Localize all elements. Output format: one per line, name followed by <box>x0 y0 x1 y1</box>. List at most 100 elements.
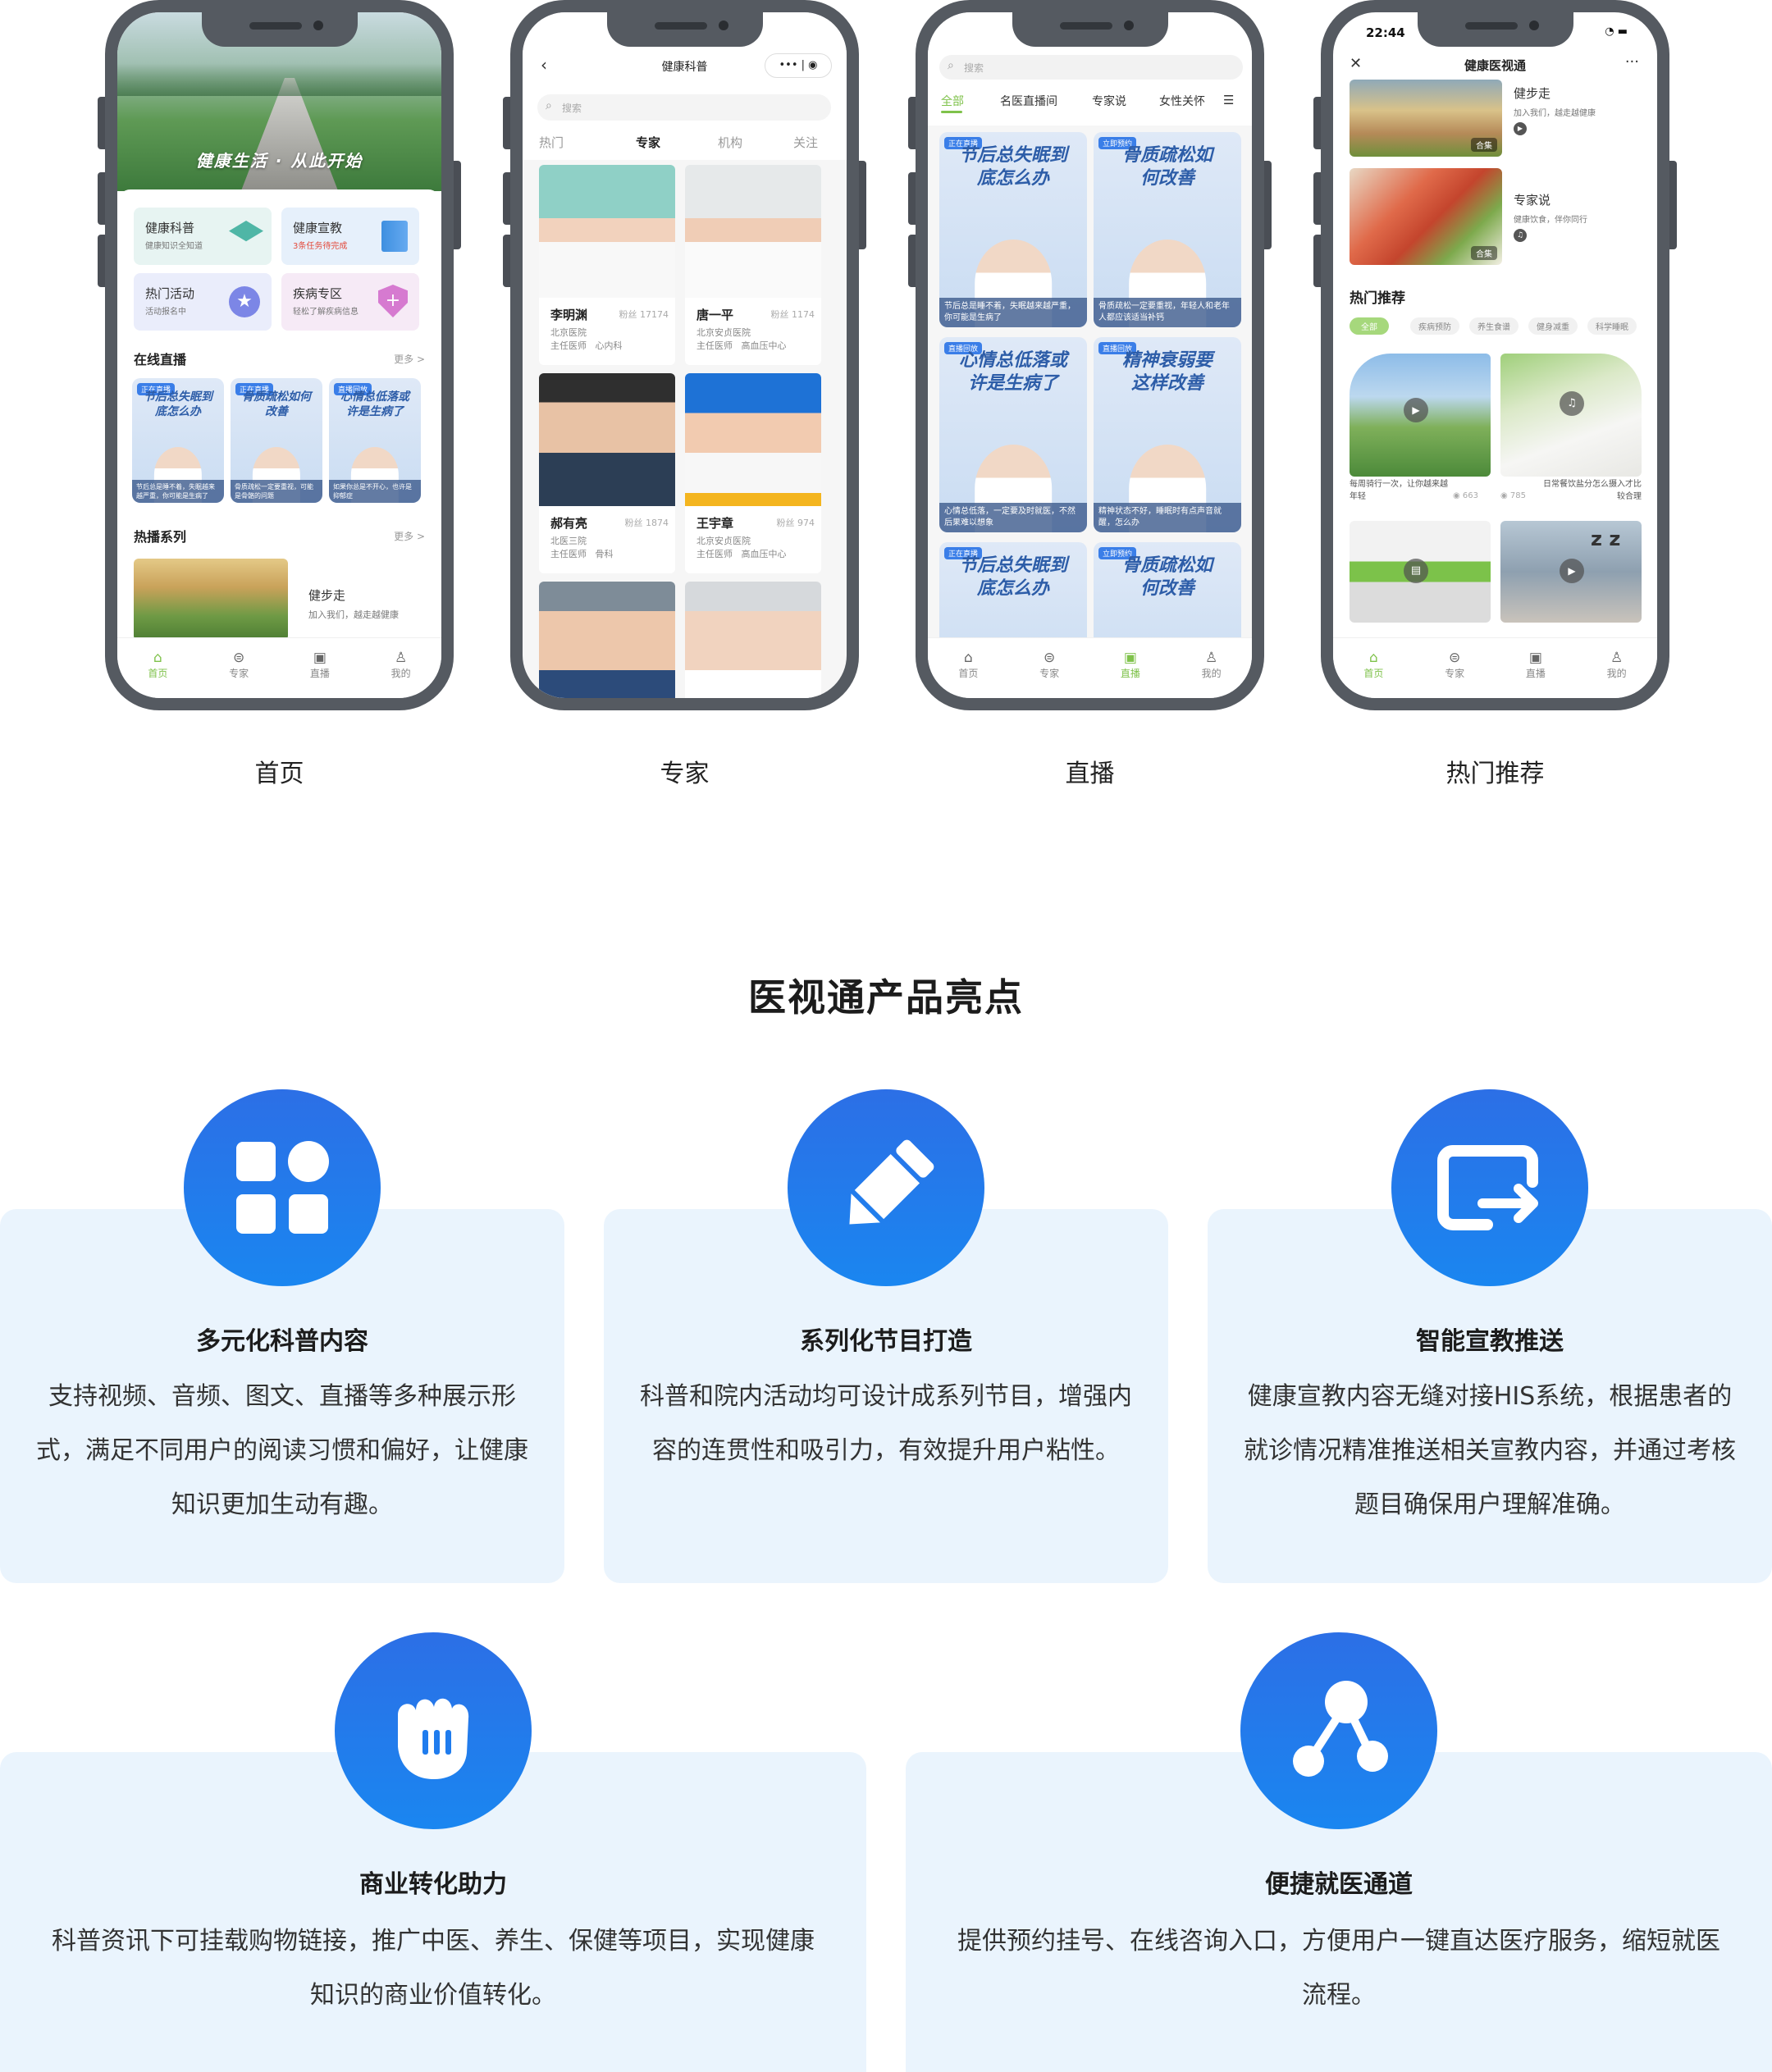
recommend-card[interactable]: z z ▶ <box>1500 521 1642 623</box>
tab-home[interactable]: ⌂首页 <box>148 650 168 679</box>
bottom-tabbar: ⌂首页 ⊜专家 ▣直播 ♙我的 <box>928 637 1252 698</box>
series-subtitle: 加入我们，越走越健康 <box>308 609 399 620</box>
chip-recipe[interactable]: 养生食谱 <box>1469 317 1519 335</box>
expert-icon: ⊜ <box>1449 650 1461 666</box>
section-title: 医视通产品亮点 <box>748 975 1024 1020</box>
phone-caption: 首页 <box>254 760 304 788</box>
tab-famous-doctor-live[interactable]: 名医直播间 <box>1000 95 1057 108</box>
live-card[interactable]: 直播回放 心情总低落或许是生病了 心情总低落，一定要及时就医，不然后果难以想象 <box>939 337 1087 532</box>
feature-description: 健康宣教内容无缝对接HIS系统，根据患者的就诊情况精准推送相关宣教内容，并通过考… <box>1244 1382 1736 1519</box>
tv-icon: ▣ <box>1123 650 1137 666</box>
tab-live[interactable]: ▣直播 <box>309 650 330 679</box>
category-tabs: 热门 专家 机构 关注 <box>523 134 847 158</box>
series-thumbnail[interactable]: 合集 <box>1350 168 1502 265</box>
tab-all[interactable]: 全部 <box>941 95 964 108</box>
recommend-card[interactable]: ▶ 每周骑行一次，让你越来越年轻 ◉ 663 <box>1350 354 1491 509</box>
tab-live[interactable]: ▣直播 <box>1120 650 1140 679</box>
doctor-card[interactable]: 唐一平 粉丝 1174 北京安贞医院 主任医师 高血压中心 <box>685 165 821 365</box>
series-more-link[interactable]: 更多 > <box>394 531 425 542</box>
series-section-title: 热播系列 <box>134 529 187 545</box>
tab-expert-talk[interactable]: 专家说 <box>1092 95 1126 108</box>
phone-notch <box>606 12 763 47</box>
book-icon <box>381 221 408 252</box>
feature-title: 智能宣教推送 <box>1416 1327 1564 1356</box>
star-icon: ★ <box>229 286 260 317</box>
feature-description: 支持视频、音频、图文、直播等多种展示形式，满足不同用户的阅读习惯和偏好，让健康知… <box>36 1382 528 1519</box>
tab-mine[interactable]: ♙我的 <box>390 650 411 679</box>
tab-expert[interactable]: 专家 <box>636 135 661 150</box>
quick-entry-health-education[interactable]: 健康宣教 3条任务待完成 <box>281 208 419 265</box>
tab-home[interactable]: ⌂首页 <box>1363 650 1384 679</box>
play-icon: ▶ <box>1560 559 1584 583</box>
search-icon: ⌕ <box>546 99 552 112</box>
close-icon[interactable]: ✕ <box>1350 55 1363 72</box>
chip-all[interactable]: 全部 <box>1350 317 1389 335</box>
play-icon[interactable]: ▶ <box>1514 122 1527 135</box>
search-input[interactable]: ⌕ 搜索 <box>939 55 1243 80</box>
quick-entry-health-science[interactable]: 健康科普 健康知识全知道 <box>134 208 272 265</box>
nav-title: 健康医视通 <box>1464 58 1526 73</box>
doctor-card[interactable]: 王宇章 粉丝 974 北京安贞医院 主任医师 高血压中心 <box>685 373 821 573</box>
search-input[interactable]: ⌕ 搜索 <box>537 94 831 121</box>
series-thumbnail[interactable] <box>134 559 288 641</box>
recommend-card[interactable]: ♫ ◉ 785 日常餐饮盐分怎么摄入才比较合理 <box>1500 354 1642 509</box>
chip-fitness[interactable]: 健身减重 <box>1528 317 1578 335</box>
feature-title: 便捷就医通道 <box>1265 1870 1413 1899</box>
tab-live[interactable]: ▣直播 <box>1525 650 1546 679</box>
tab-expert[interactable]: ⊜专家 <box>1039 650 1060 679</box>
doctor-card[interactable] <box>539 582 675 698</box>
home-live-card[interactable]: 直播回放 心情总低落或许是生病了 如果你总是不开心，也许是抑郁症 <box>329 378 421 503</box>
tab-mine[interactable]: ♙我的 <box>1606 650 1627 679</box>
list-menu-icon[interactable]: ☰ <box>1223 93 1235 107</box>
apps-grid-icon <box>236 1141 329 1234</box>
home-live-card[interactable]: 正在直播 节后总失眠到底怎么办 节后总是睡不着，失眠越来越严重，你可能是生病了 <box>132 378 224 503</box>
live-card[interactable]: 直播回放 精神衰弱要这样改善 精神状态不好，睡眠时有点声音就醒，怎么办 <box>1094 337 1241 532</box>
back-arrow-icon[interactable]: ‹ <box>541 55 547 75</box>
quick-entry-disease-zone[interactable]: 疾病专区 轻松了解疾病信息 + <box>281 273 419 331</box>
live-card[interactable]: 正在直播 节后总失眠到底怎么办 节后总是睡不着，失眠越来越严重，你可能是生病了 <box>939 132 1087 327</box>
search-icon: ⌕ <box>948 59 954 72</box>
feature-description: 科普和院内活动均可设计成系列节目，增强内容的连贯性和吸引力，有效提升用户粘性。 <box>640 1382 1132 1465</box>
chip-sleep[interactable]: 科学睡眠 <box>1587 317 1637 335</box>
home-icon: ⌂ <box>963 650 973 666</box>
category-tabs: 全部 名医直播间 专家说 女性关怀 ☰ <box>928 93 1252 117</box>
tab-hot[interactable]: 热门 <box>539 135 564 150</box>
home-icon: ⌂ <box>1368 650 1378 666</box>
doctor-card[interactable]: 郝有亮 粉丝 1874 北医三院 主任医师 骨科 <box>539 373 675 573</box>
section-title: 热门推荐 <box>1350 290 1405 307</box>
tab-women-care[interactable]: 女性关怀 <box>1159 95 1205 108</box>
capsule-menu[interactable]: ••• | ◉ <box>765 53 832 78</box>
recommend-card[interactable]: ▤ <box>1350 521 1491 623</box>
doctor-card[interactable]: 李明渊 粉丝 17174 北京医院 主任医师 心内科 <box>539 165 675 365</box>
live-more-link[interactable]: 更多 > <box>394 354 425 365</box>
doctor-card[interactable] <box>685 582 821 698</box>
home-screen: 健康生活 · 从此开始 健康科普 健康知识全知道 健康宣教 3条任务待完成 热门… <box>117 12 441 698</box>
tab-home[interactable]: ⌂首页 <box>958 650 979 679</box>
doctor-photo <box>685 582 821 698</box>
phone-caption: 直播 <box>1065 760 1115 788</box>
tab-mine[interactable]: ♙我的 <box>1201 650 1222 679</box>
phone-expert: ‹ 健康科普 ••• | ◉ ⌕ 搜索 热门 专家 机构 关注 李明渊 粉丝 1… <box>503 0 866 710</box>
phone-notch <box>1417 12 1573 47</box>
doctor-photo <box>539 373 675 506</box>
phone-caption: 热门推荐 <box>1445 760 1545 788</box>
tab-institution[interactable]: 机构 <box>718 135 743 150</box>
quick-entry-hot-activity[interactable]: 热门活动 活动报名中 ★ <box>134 273 272 331</box>
play-icon: ▶ <box>1404 398 1428 422</box>
user-icon: ♙ <box>395 650 408 666</box>
tv-icon: ▣ <box>313 650 327 666</box>
tab-expert[interactable]: ⊜专家 <box>1445 650 1465 679</box>
live-screen: ⌕ 搜索 全部 名医直播间 专家说 女性关怀 ☰ 正在直播 节后总失眠到底怎么办… <box>928 12 1252 698</box>
headphone-icon[interactable]: ♫ <box>1514 229 1527 242</box>
chip-prevention[interactable]: 疾病预防 <box>1410 317 1459 335</box>
tab-expert[interactable]: ⊜专家 <box>229 650 249 679</box>
expert-screen: ‹ 健康科普 ••• | ◉ ⌕ 搜索 热门 专家 机构 关注 李明渊 粉丝 1… <box>523 12 847 698</box>
live-card[interactable]: 立即预约 骨质疏松如何改善 骨质疏松一定要重视，年轻人和老年人都应该适当补钙 <box>1094 132 1241 327</box>
series-thumbnail[interactable]: 合集 <box>1350 80 1502 157</box>
feature-icon-circle <box>788 1089 984 1286</box>
feature-icon-circle <box>335 1632 532 1829</box>
more-icon[interactable]: ··· <box>1624 53 1639 71</box>
home-live-card[interactable]: 正在直播 骨质疏松如何改善 骨质疏松一定要重视，可能是骨骼的问题 <box>231 378 322 503</box>
tab-follow[interactable]: 关注 <box>793 135 819 150</box>
user-icon: ♙ <box>1205 650 1218 666</box>
